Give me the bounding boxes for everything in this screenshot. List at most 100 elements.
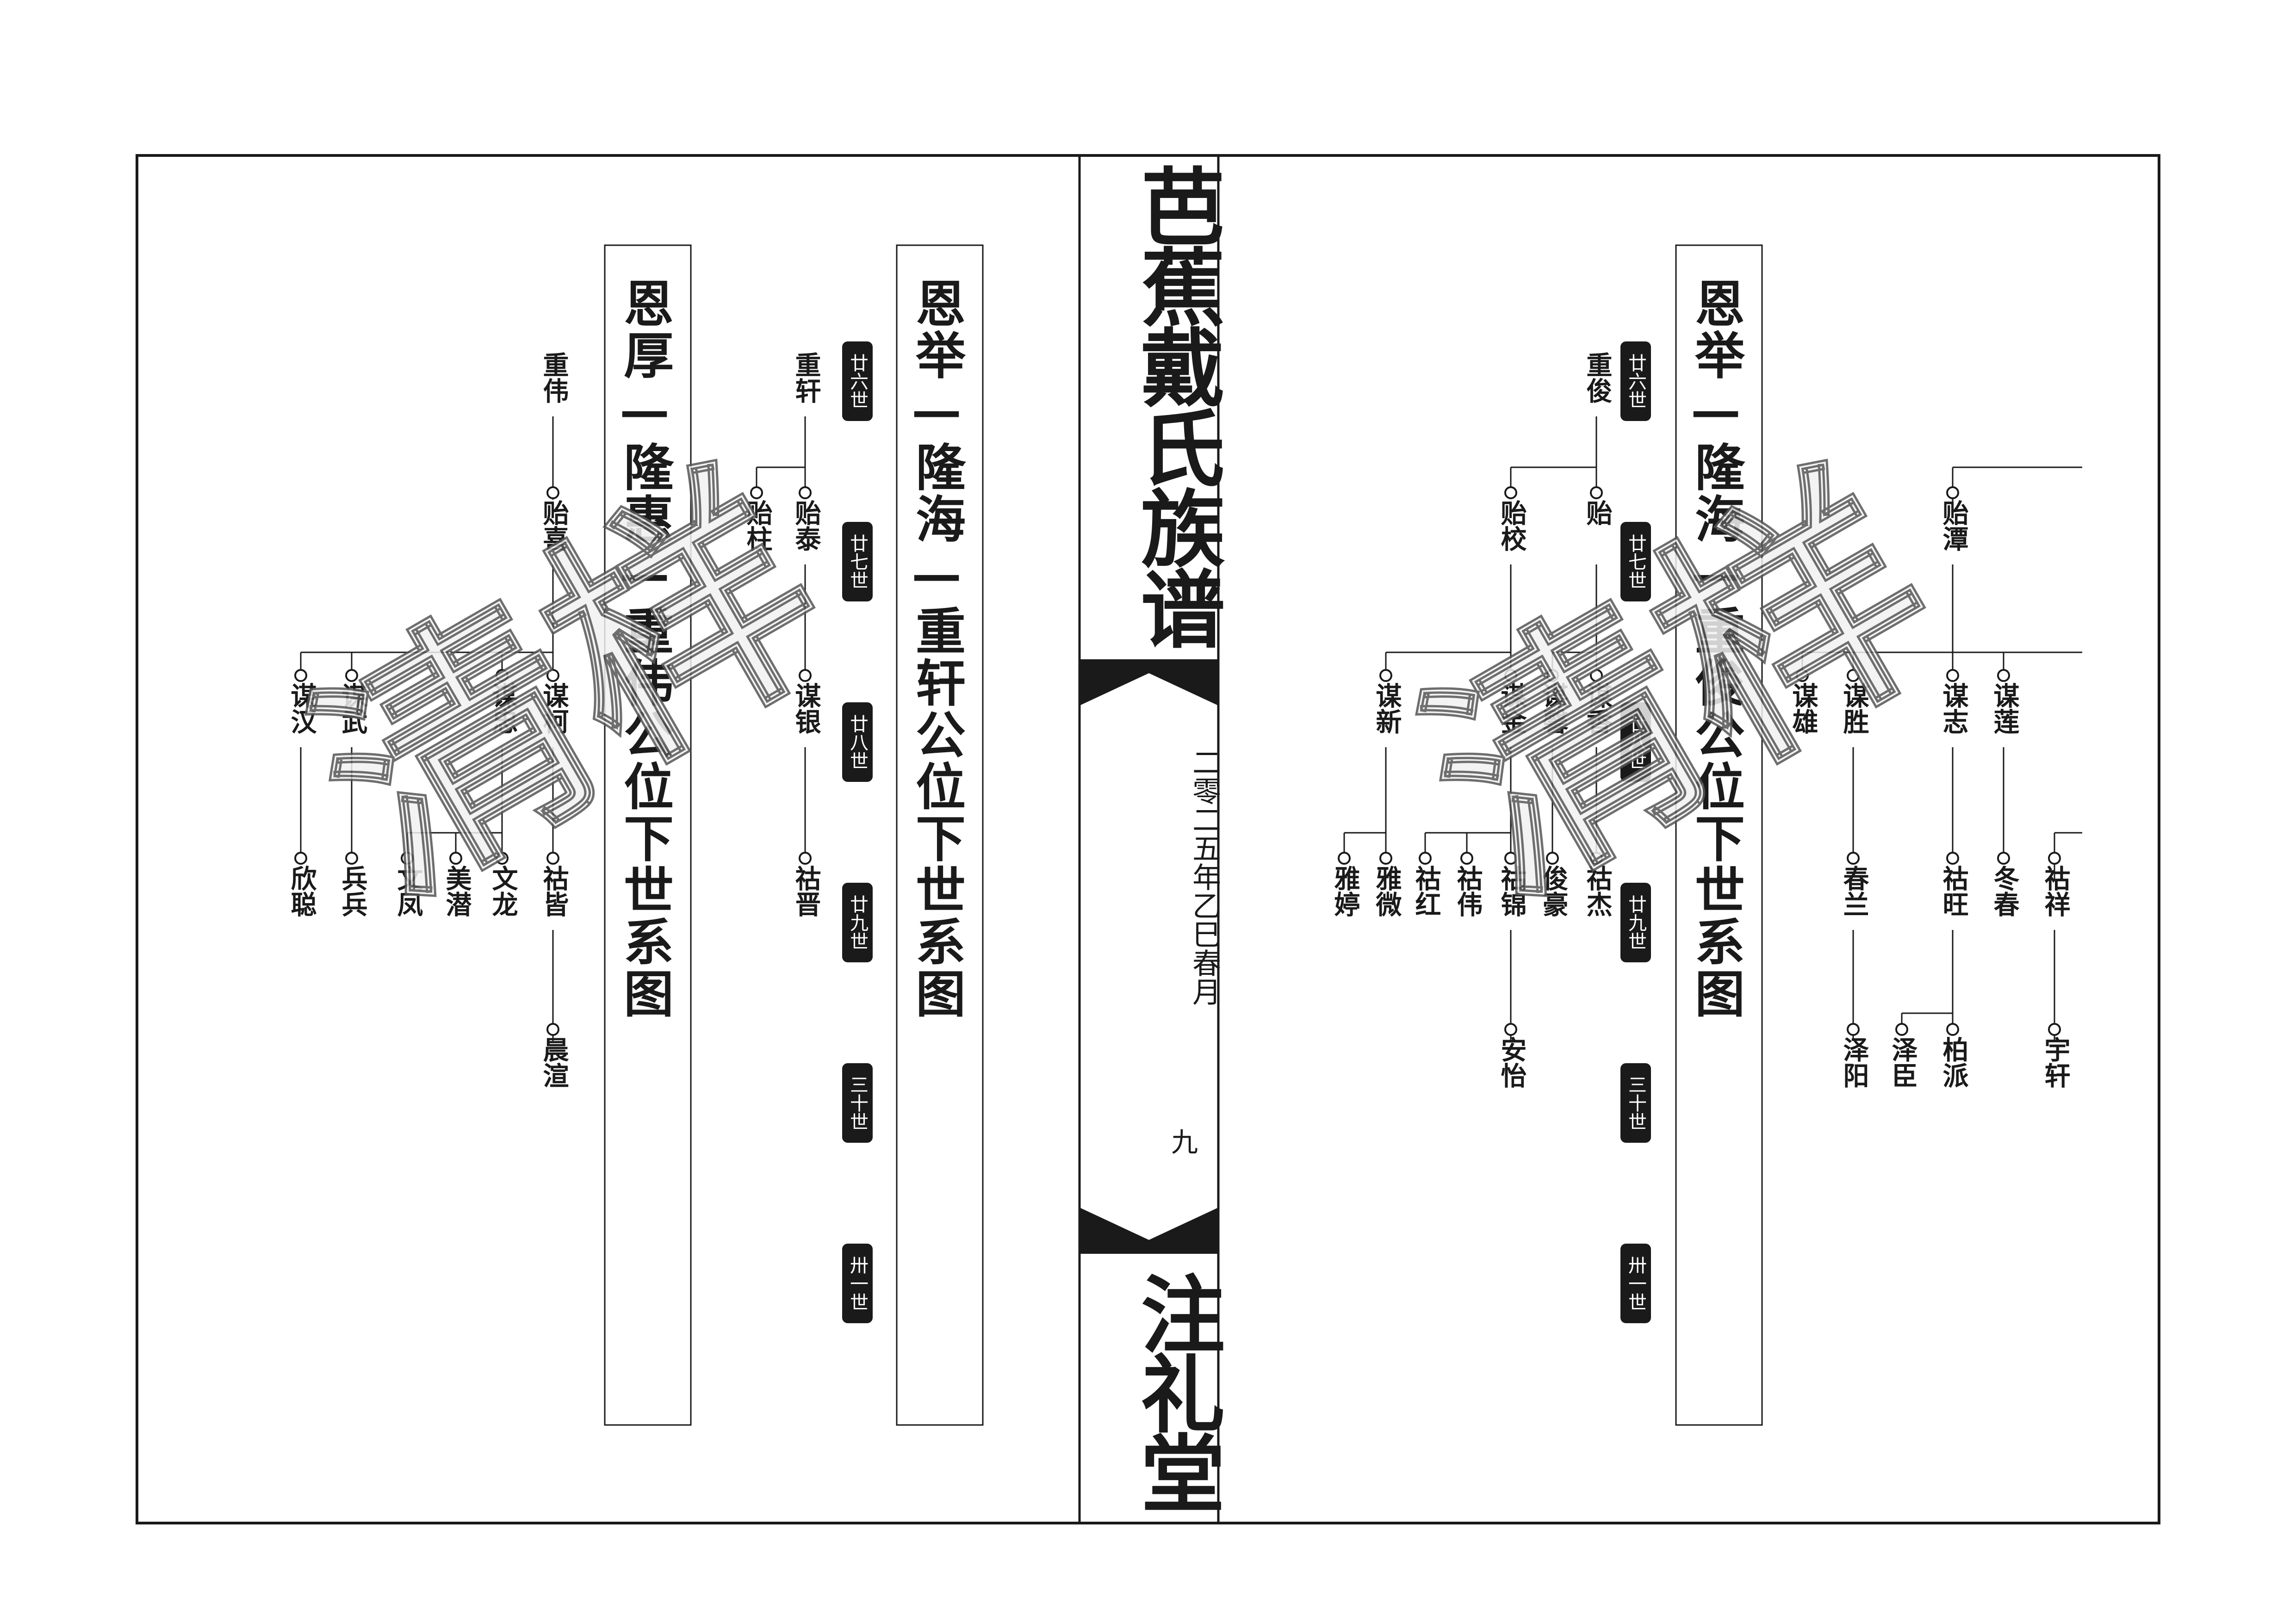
person-yitan: 贻潭 bbox=[1938, 500, 1969, 551]
node-huwei bbox=[1460, 852, 1473, 865]
hall-name: 注礼堂 bbox=[1127, 1271, 1226, 1510]
lineage-nodes bbox=[294, 486, 2061, 1036]
node-hujie2 bbox=[1590, 852, 1603, 865]
person-huhong: 祜红 bbox=[1411, 865, 1441, 917]
gen-badge-30-right: 三十世 bbox=[1620, 1063, 1651, 1143]
node-mousheng bbox=[1847, 669, 1860, 682]
person-yawei: 雅微 bbox=[1371, 865, 1402, 917]
panel-box-chongxuan bbox=[896, 244, 984, 1426]
person-chongwei: 重伟 bbox=[539, 352, 569, 403]
person-mouzhi: 谋志 bbox=[1938, 682, 1969, 734]
node-moulian bbox=[1997, 669, 2010, 682]
person-hujin: 祜晋 bbox=[791, 865, 821, 917]
node-hujie bbox=[546, 852, 559, 865]
node-mouwu bbox=[345, 669, 358, 682]
gen-badge-26-right: 廿六世 bbox=[1620, 341, 1651, 421]
person-hujie: 祜皆 bbox=[539, 865, 569, 917]
person-yixi: 贻喜 bbox=[539, 500, 569, 551]
person-chunlan: 春兰 bbox=[1839, 865, 1869, 917]
person-xincong: 欣聪 bbox=[286, 865, 317, 917]
person-yitai: 贻泰 bbox=[791, 500, 821, 551]
node-yixi bbox=[546, 486, 559, 499]
person-yi: 贻 bbox=[1582, 500, 1613, 526]
gen-badge-29-right: 廿九世 bbox=[1620, 883, 1651, 962]
node-moujin bbox=[1504, 669, 1517, 682]
person-hujin2: 祜锦 bbox=[1496, 865, 1527, 917]
panel-title-chongxuan: 恩举—隆海—重轩公位下世系图 bbox=[907, 278, 966, 1020]
node-baipai bbox=[1946, 1023, 1959, 1036]
node-mouxiong bbox=[1796, 669, 1809, 682]
node-yawei bbox=[1379, 852, 1392, 865]
gen-badge-28-right: 廿八世 bbox=[1620, 702, 1651, 782]
node-hujin bbox=[799, 852, 812, 865]
person-zechen: 泽臣 bbox=[1887, 1036, 1918, 1088]
person-mouke: 谋柯 bbox=[539, 682, 569, 734]
person-chongjun: 重俊 bbox=[1582, 352, 1613, 403]
node-dongchun bbox=[1997, 852, 2010, 865]
person-wenfeng: 文凤 bbox=[393, 865, 423, 917]
person-yizhu: 贻柱 bbox=[742, 500, 773, 551]
gen-badge-27-right: 廿七世 bbox=[1620, 522, 1651, 601]
node-yixiao bbox=[1504, 486, 1517, 499]
person-zeyang: 泽阳 bbox=[1839, 1036, 1869, 1088]
node-meiqian bbox=[449, 852, 462, 865]
person-hujie2: 祜杰 bbox=[1582, 865, 1613, 917]
node-mouzhi bbox=[1946, 669, 1959, 682]
gen-badge-27-left: 廿七世 bbox=[842, 522, 873, 601]
person-yating: 雅婷 bbox=[1330, 865, 1360, 917]
person-wenlong: 文龙 bbox=[488, 865, 518, 917]
page-number: 九 bbox=[1171, 1127, 1198, 1158]
person-bingbing: 兵兵 bbox=[337, 865, 368, 917]
gen-badge-29-left: 廿九世 bbox=[842, 883, 873, 962]
person-mouxin: 谋馨 bbox=[1538, 682, 1569, 734]
person-mouxiang: 谋香 bbox=[1582, 682, 1613, 734]
gen-badge-26-left: 廿六世 bbox=[842, 341, 873, 421]
node-huhong bbox=[1419, 852, 1432, 865]
node-mouzhong bbox=[496, 669, 509, 682]
node-anyi bbox=[1504, 1023, 1517, 1036]
node-hujin2 bbox=[1504, 852, 1517, 865]
node-yi bbox=[1590, 486, 1603, 499]
node-mouyin bbox=[799, 669, 812, 682]
person-mouhan: 谋汉 bbox=[286, 682, 317, 734]
node-junhao bbox=[1546, 852, 1559, 865]
person-dongchun: 冬春 bbox=[1989, 865, 2020, 917]
gen-badge-31-right: 卅一世 bbox=[1620, 1244, 1651, 1323]
node-wenlong bbox=[496, 852, 509, 865]
person-moujin: 谋金 bbox=[1496, 682, 1527, 734]
person-huwang: 祜旺 bbox=[1938, 865, 1969, 917]
gen-badge-30-left: 三十世 bbox=[842, 1063, 873, 1143]
lineage-lines bbox=[300, 416, 2082, 1041]
panel-title-chongjun: 恩举—隆海—重俊公位下世系图 bbox=[1687, 278, 1745, 1020]
panel-box-chongwei bbox=[604, 244, 692, 1426]
node-yitai bbox=[799, 486, 812, 499]
node-zechen bbox=[1895, 1023, 1908, 1036]
gen-badge-28-left: 廿八世 bbox=[842, 702, 873, 782]
person-moulian: 谋莲 bbox=[1989, 682, 2020, 734]
compile-date: 二零二五年乙巳春月 bbox=[1187, 748, 1221, 1006]
node-wenfeng bbox=[401, 852, 414, 865]
node-huwang bbox=[1946, 852, 1959, 865]
person-yuxuan: 宇轩 bbox=[2040, 1036, 2071, 1088]
node-yating bbox=[1338, 852, 1351, 865]
node-mouxin bbox=[1546, 669, 1559, 682]
panel-box-chongjun bbox=[1675, 244, 1763, 1426]
person-yixiao: 贻校 bbox=[1496, 500, 1527, 551]
spine bbox=[1078, 154, 1220, 1524]
node-yuxuan bbox=[2048, 1023, 2061, 1036]
node-xincong bbox=[294, 852, 307, 865]
node-chunlan bbox=[1847, 852, 1860, 865]
person-mouwu: 谋武 bbox=[337, 682, 368, 734]
node-bingbing bbox=[345, 852, 358, 865]
node-chenxuan bbox=[546, 1023, 559, 1036]
person-mousheng: 谋胜 bbox=[1839, 682, 1869, 734]
panel-title-chongwei: 恩厚—隆惠—重伟公位下世系图 bbox=[615, 278, 674, 1020]
person-baipai: 柏派 bbox=[1938, 1036, 1969, 1088]
person-mouyin: 谋银 bbox=[791, 682, 821, 734]
person-huwei: 祜伟 bbox=[1452, 865, 1483, 917]
person-mouzhong: 谋忠 bbox=[488, 682, 518, 734]
node-mouhan bbox=[294, 669, 307, 682]
person-junhao: 俊豪 bbox=[1538, 865, 1569, 917]
person-chongxuan: 重轩 bbox=[791, 352, 821, 403]
